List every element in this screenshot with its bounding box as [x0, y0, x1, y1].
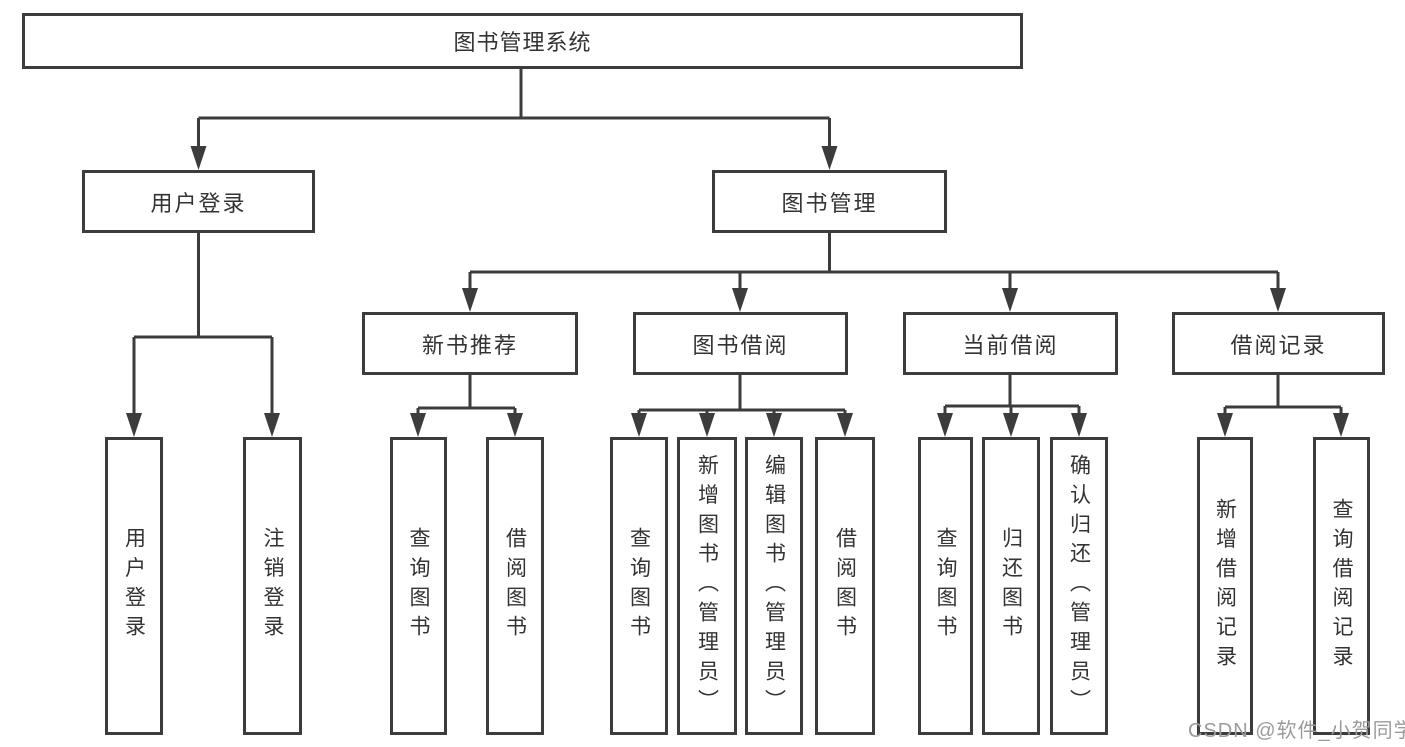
node-new-book-recommend: 新书推荐 [362, 312, 578, 375]
node-leaf-edit-books-admin-label: 编辑图书（管理员） [762, 453, 786, 719]
node-leaf-confirm-return-admin: 确认归还（管理员） [1050, 437, 1108, 735]
node-leaf-confirm-return-admin-label: 确认归还（管理员） [1067, 453, 1091, 719]
arrowheads [126, 146, 1349, 437]
node-user-login: 用户登录 [82, 170, 315, 233]
node-current-borrowing-label: 当前借阅 [962, 332, 1059, 358]
node-leaf-newbook-borrow-books: 借阅图书 [486, 437, 544, 735]
node-leaf-current-query-books: 查询图书 [918, 437, 973, 735]
node-leaf-query-borrow-record: 查询借阅记录 [1313, 437, 1370, 735]
node-leaf-current-query-books-label: 查询图书 [934, 527, 957, 645]
node-book-management-label: 图书管理 [781, 190, 878, 216]
csdn-watermark: CSDN @软件_小贺同学 [1188, 720, 1405, 742]
node-leaf-return-books-label: 归还图书 [999, 527, 1023, 645]
node-leaf-add-books-admin: 新增图书（管理员） [677, 437, 737, 735]
node-leaf-return-books: 归还图书 [982, 437, 1040, 735]
node-borrow-records: 借阅记录 [1172, 312, 1385, 375]
node-leaf-logout: 注销登录 [243, 437, 302, 735]
node-leaf-newbook-query-books-label: 查询图书 [407, 527, 430, 645]
node-borrow-records-label: 借阅记录 [1230, 332, 1327, 358]
node-leaf-borrowing-borrow-books-label: 借阅图书 [833, 527, 857, 645]
node-leaf-user-login-label: 用户登录 [122, 527, 146, 645]
node-new-book-recommend-label: 新书推荐 [421, 332, 518, 358]
node-user-login-label: 用户登录 [150, 190, 247, 216]
node-root-label: 图书管理系统 [453, 30, 592, 55]
node-book-management: 图书管理 [712, 170, 947, 233]
node-leaf-query-borrow-record-label: 查询借阅记录 [1330, 497, 1353, 675]
node-leaf-add-borrow-record-label: 新增借阅记录 [1213, 497, 1237, 675]
node-leaf-newbook-query-books: 查询图书 [390, 437, 447, 735]
node-leaf-logout-label: 注销登录 [261, 527, 284, 645]
node-book-borrowing-label: 图书借阅 [692, 332, 789, 358]
node-leaf-borrowing-borrow-books: 借阅图书 [815, 437, 875, 735]
node-leaf-add-books-admin-label: 新增图书（管理员） [695, 453, 719, 719]
node-leaf-borrowing-query-books: 查询图书 [610, 437, 668, 735]
node-leaf-newbook-borrow-books-label: 借阅图书 [503, 527, 527, 645]
node-leaf-borrowing-query-books-label: 查询图书 [627, 527, 651, 645]
node-leaf-user-login: 用户登录 [105, 437, 163, 735]
node-root-system: 图书管理系统 [22, 13, 1023, 69]
node-current-borrowing: 当前借阅 [903, 312, 1118, 375]
node-book-borrowing: 图书借阅 [633, 312, 848, 375]
node-leaf-add-borrow-record: 新增借阅记录 [1197, 437, 1253, 735]
node-leaf-edit-books-admin: 编辑图书（管理员） [745, 437, 803, 735]
